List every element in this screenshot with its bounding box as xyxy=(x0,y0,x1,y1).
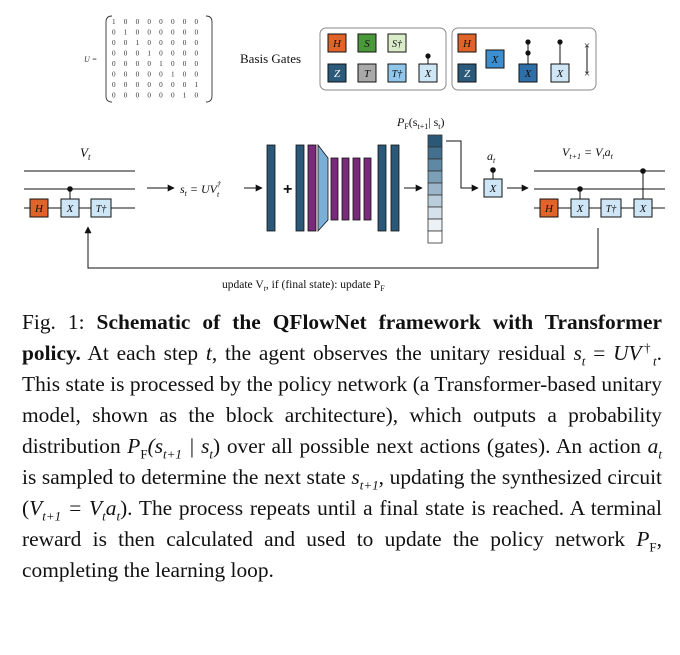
left-gate-x xyxy=(60,198,80,218)
circuit-right-label: Vt+1 = Vtat xyxy=(562,145,614,161)
caption-title: Schematic of the QFlowNet framework with… xyxy=(22,310,662,365)
svg-text:X: X xyxy=(491,54,500,66)
matrix-row: 0 0 0 0 1 0 0 0 xyxy=(112,60,201,68)
circuit-left: Vt H X T† xyxy=(24,145,135,218)
matrix-row: 0 0 0 0 0 1 0 0 xyxy=(112,71,201,79)
svg-text:H: H xyxy=(462,38,472,50)
svg-text:S: S xyxy=(364,38,370,50)
right-gate-t-dagger xyxy=(600,198,622,218)
left-gate-h xyxy=(29,198,49,218)
gate-t-dagger xyxy=(387,63,407,83)
svg-text:X: X xyxy=(524,68,533,80)
basis-gates-single-panel: H S S† Z T T† X xyxy=(319,27,447,91)
gate-x xyxy=(418,63,438,83)
unitary-matrix: U = 1 0 0 0 0 0 0 0 0 1 0 0 0 0 0 0 0 0 1 … xyxy=(84,15,213,103)
svg-text:X: X xyxy=(556,68,565,80)
svg-text:H: H xyxy=(544,203,554,215)
svg-text:Z: Z xyxy=(334,68,341,80)
left-gate-t-dagger xyxy=(90,198,112,218)
svg-text:Z: Z xyxy=(464,68,471,80)
gate-z xyxy=(327,63,347,83)
gate-z-2 xyxy=(457,63,477,83)
gate-h xyxy=(327,33,347,53)
feedback-label: update Vt, if (final state): update PF xyxy=(222,279,385,293)
fig-label: Fig. 1: xyxy=(22,310,85,334)
gate-ccx xyxy=(518,63,538,83)
svg-text:T: T xyxy=(364,68,371,80)
right-gate-x-new xyxy=(633,198,653,218)
svg-text:H: H xyxy=(34,203,44,215)
svg-text:T†: T† xyxy=(392,69,404,80)
gate-t xyxy=(357,63,377,83)
transformer-block: + xyxy=(266,143,400,233)
svg-text:T†: T† xyxy=(606,204,618,215)
matrix-row: 0 0 0 0 0 0 1 0 xyxy=(112,92,201,100)
circuit-left-label: Vt xyxy=(80,145,91,162)
state-label: st = UV†t xyxy=(180,180,222,199)
svg-text:H: H xyxy=(332,38,342,50)
gate-s-dagger xyxy=(387,33,407,53)
figure-caption: Fig. 1: Schematic of the QFlowNet framew… xyxy=(22,310,662,582)
embedding-bar xyxy=(266,144,276,232)
matrix-label: U = xyxy=(84,55,97,64)
basis-gates-two-panel: H Z X X X × × xyxy=(451,27,597,91)
svg-text:X: X xyxy=(424,68,433,80)
action-label: at xyxy=(487,149,496,165)
feedback-loop xyxy=(84,226,599,269)
svg-text:X: X xyxy=(66,203,75,215)
matrix-row: 0 0 0 0 0 0 0 1 xyxy=(112,81,201,89)
gate-s xyxy=(357,33,377,53)
plus-sign: + xyxy=(283,181,292,198)
matrix-row: 0 0 1 0 0 0 0 0 xyxy=(112,39,201,47)
matrix-row: 1 0 0 0 0 0 0 0 xyxy=(112,18,201,26)
svg-text:T†: T† xyxy=(96,204,108,215)
gate-h-2 xyxy=(457,33,477,53)
right-gate-x xyxy=(570,198,590,218)
figure-diagram: U = 1 0 0 0 0 0 0 0 0 1 0 0 0 0 0 0 0 0 1 … xyxy=(24,15,665,293)
svg-text:X: X xyxy=(576,203,585,215)
circuit-right: Vt+1 = Vtat H X T† X xyxy=(534,145,665,218)
svg-text:X: X xyxy=(639,203,648,215)
swap-bottom: × xyxy=(584,68,590,80)
policy-label: PF(st+1| st) xyxy=(396,115,445,131)
right-gate-h xyxy=(539,198,559,218)
svg-text:S†: S† xyxy=(392,39,403,50)
basis-gates-title: Basis Gates xyxy=(240,51,301,66)
svg-text:X: X xyxy=(489,183,498,195)
matrix-row: 0 0 0 1 0 0 0 0 xyxy=(112,50,201,58)
swap-top: × xyxy=(584,40,590,52)
gate-x-mid xyxy=(485,49,505,69)
gate-cx xyxy=(550,63,570,83)
probability-distribution xyxy=(427,134,443,244)
matrix-row: 0 1 0 0 0 0 0 0 xyxy=(112,29,201,37)
